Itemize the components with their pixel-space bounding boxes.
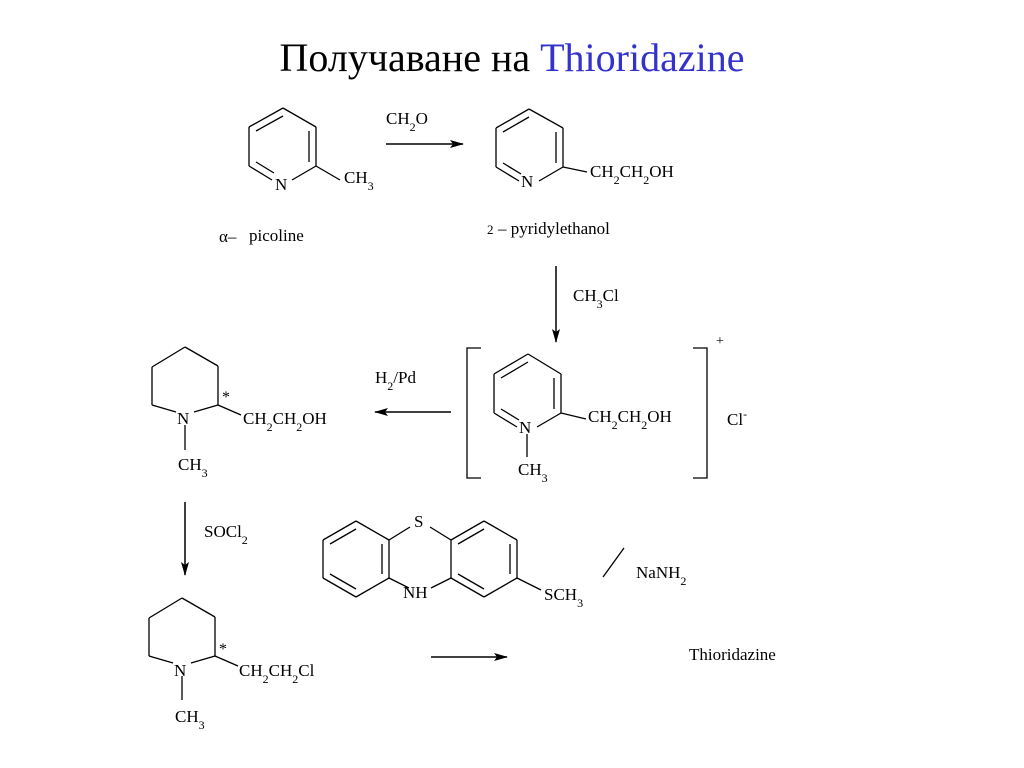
title-prefix: Получаване на (279, 35, 531, 80)
picoline-substituent: CH3 (344, 168, 374, 193)
picoline-name: picoline (249, 226, 304, 245)
piperidine-ethanol-stereocenter: * (222, 389, 230, 406)
pyridinium-charge: + (716, 334, 724, 349)
phenothiazine-rings (322, 520, 542, 598)
title-compound: Thioridazine (540, 35, 745, 80)
pyridinium-ring (493, 353, 587, 457)
piperidine-chloride-substituent: CH2CH2Cl (239, 661, 315, 686)
reagent-step4: SOCl2 (204, 522, 248, 547)
pyridinium-n-methyl: CH3 (518, 460, 548, 485)
pyridinium-counterion: Cl- (727, 407, 747, 429)
pyridinium-brackets (466, 347, 708, 479)
pyridylethanol-name: – pyridylethanol (497, 219, 610, 238)
pyridinium-substituent: CH2CH2OH (588, 407, 672, 432)
picoline-name-prefix: α– (219, 227, 237, 246)
piperidine-chloride-ring (148, 597, 239, 700)
reagent-step1: CH2O (386, 109, 428, 134)
reagent-step3: H2/Pd (375, 368, 416, 393)
piperidine-chloride-n-methyl: CH3 (175, 707, 205, 732)
pyridylethanol-n-atom: N (521, 172, 533, 191)
pyridylethanol-substituent: CH2CH2OH (590, 162, 674, 187)
pyridinium-n-atom: N (519, 418, 531, 437)
pyridylethanol-name-prefix: 2 (487, 222, 494, 237)
piperidine-chloride-structure: N * CH2CH2Cl CH3 (148, 597, 315, 732)
piperidine-ethanol-ring (151, 346, 242, 450)
picoline-ring (248, 107, 341, 181)
phenothiazine-nh-atom: NH (403, 583, 428, 602)
picoline-structure: N CH3 α– picoline (219, 107, 374, 246)
reagent-step5: NaNH2 (636, 563, 686, 588)
pyridinium-salt-structure: N CH3 CH2CH2OH + Cl- (466, 334, 747, 485)
pyridylethanol-structure: N CH2CH2OH 2 – pyridylethanol (487, 108, 674, 238)
reagent-separator-slash (602, 547, 625, 578)
picoline-n-atom: N (275, 175, 287, 194)
piperidine-ethanol-substituent: CH2CH2OH (243, 409, 327, 434)
piperidine-ethanol-structure: N * CH2CH2OH CH3 (151, 346, 327, 480)
product-name: Thioridazine (689, 645, 776, 664)
piperidine-chloride-n-atom: N (174, 661, 186, 680)
phenothiazine-substituent: SCH3 (544, 585, 583, 610)
piperidine-ethanol-n-atom: N (177, 409, 189, 428)
pyridylethanol-ring (495, 108, 588, 182)
piperidine-chloride-stereocenter: * (219, 641, 227, 658)
phenothiazine-structure: S NH SCH3 (322, 512, 583, 610)
piperidine-ethanol-n-methyl: CH3 (178, 455, 208, 480)
reagent-step2: CH3Cl (573, 286, 619, 311)
slide-title: Получаване на Thioridazine (0, 34, 1024, 82)
phenothiazine-s-atom: S (414, 512, 423, 531)
